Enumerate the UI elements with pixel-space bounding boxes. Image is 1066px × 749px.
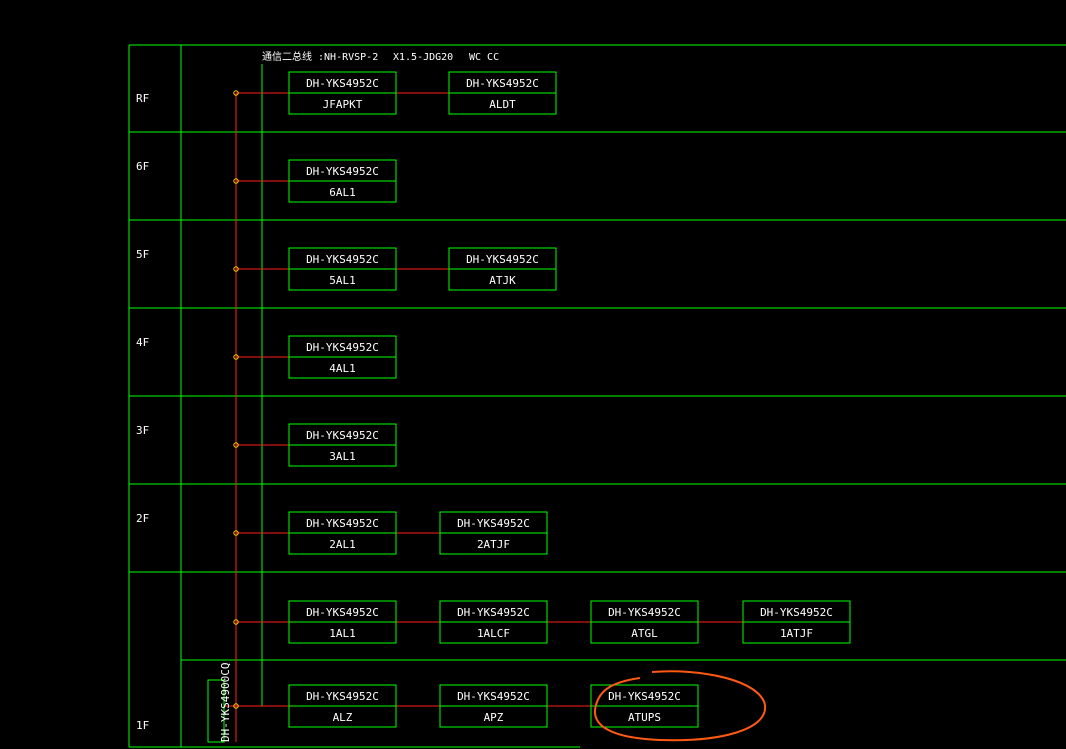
bus-line-spec: X1.5-JDG20 [393,52,453,63]
module-name: JFAPKT [323,98,363,111]
module-name: 6AL1 [329,186,356,199]
module-name: 3AL1 [329,450,356,463]
junction-node [233,703,239,709]
module-box: DH-YKS4952C ATGL [590,600,699,644]
bus-line-laying: WC CC [469,52,499,63]
annotations [593,670,767,742]
module-box: DH-YKS4952C 2ATJF [439,511,548,555]
header: 通信二总线 :NH-RVSP-2 X1.5-JDG20 WC CC [262,50,499,63]
floor-labels: RF 6F 5F 4F 3F 2F 1F [136,92,149,732]
junction-node [233,619,239,625]
junction-node [233,178,239,184]
module-model: DH-YKS4952C [306,165,379,178]
module-box: DH-YKS4952C 1ATJF [742,600,851,644]
module-model: DH-YKS4952C [306,341,379,354]
module-name: 1AL1 [329,627,356,640]
module-name: ALDT [489,98,516,111]
controller-label: DH-YKS4900CQ [219,663,232,742]
modules: DH-YKS4952CJFAPKTDH-YKS4952CALDTDH-YKS49… [288,71,851,728]
module-model: DH-YKS4952C [608,606,681,619]
module-model: DH-YKS4952C [466,253,539,266]
module-name: 1ATJF [780,627,813,640]
module-model: DH-YKS4952C [306,77,379,90]
module-box: DH-YKS4952C 2AL1 [288,511,397,555]
floor-label: RF [136,92,149,105]
bus-line-description: 通信二总线 :NH-RVSP-2 [262,50,378,63]
module-name: ATGL [631,627,658,640]
module-model: DH-YKS4952C [306,606,379,619]
module-name: 2ATJF [477,538,510,551]
module-name: 1ALCF [477,627,510,640]
module-box: DH-YKS4952C APZ [439,684,548,728]
junction-node [233,90,239,96]
bus-wiring [224,90,743,742]
module-model: DH-YKS4952C [306,253,379,266]
module-model: DH-YKS4952C [466,77,539,90]
module-name: 2AL1 [329,538,356,551]
module-name: 4AL1 [329,362,356,375]
module-model: DH-YKS4952C [760,606,833,619]
module-model: DH-YKS4952C [457,606,530,619]
module-name: ATJK [489,274,516,287]
module-name: ATUPS [628,711,661,724]
junction-node [233,266,239,272]
module-box: DH-YKS4952C JFAPKT [288,71,397,115]
module-name: 5AL1 [329,274,356,287]
module-box: DH-YKS4952C 6AL1 [288,159,397,203]
module-name: APZ [484,711,504,724]
floor-label: 1F [136,719,149,732]
module-box: DH-YKS4952C ATUPS [590,684,699,728]
floor-label: 6F [136,160,149,173]
junction-node [233,530,239,536]
floor-label: 5F [136,248,149,261]
module-box: DH-YKS4952C ATJK [448,247,557,291]
module-box: DH-YKS4952C 3AL1 [288,423,397,467]
module-model: DH-YKS4952C [608,690,681,703]
module-box: DH-YKS4952C 1AL1 [288,600,397,644]
highlight-circle-annotation [593,670,767,742]
controller: DH-YKS4900CQ [207,663,232,743]
module-box: DH-YKS4952C 5AL1 [288,247,397,291]
floor-label: 2F [136,512,149,525]
controller-box [207,679,225,743]
module-box: DH-YKS4952C 1ALCF [439,600,548,644]
junction-node [233,354,239,360]
junction-node [233,442,239,448]
module-model: DH-YKS4952C [306,690,379,703]
module-name: ALZ [333,711,353,724]
module-box: DH-YKS4952C ALDT [448,71,557,115]
floor-grid [128,44,1066,748]
floor-label: 3F [136,424,149,437]
module-box: DH-YKS4952C ALZ [288,684,397,728]
module-model: DH-YKS4952C [306,517,379,530]
module-model: DH-YKS4952C [306,429,379,442]
module-model: DH-YKS4952C [457,517,530,530]
module-box: DH-YKS4952C 4AL1 [288,335,397,379]
floor-label: 4F [136,336,149,349]
module-model: DH-YKS4952C [457,690,530,703]
